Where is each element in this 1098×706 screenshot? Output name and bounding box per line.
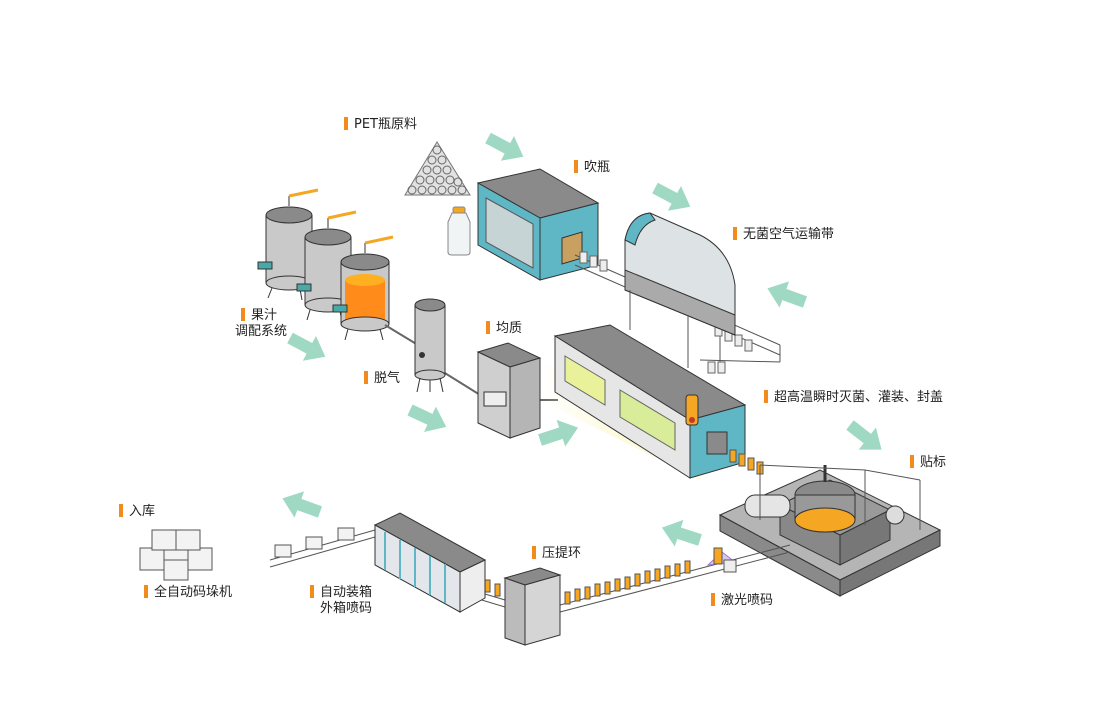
arrow-icon	[841, 413, 891, 461]
arrow-icon	[535, 414, 583, 454]
label-juice-mixing: 果汁调配系统	[235, 308, 287, 340]
label-marker	[910, 455, 914, 468]
label-text: 吹瓶	[584, 160, 611, 175]
label-text: 全自动码垛机	[154, 585, 233, 600]
arrow-icon	[657, 514, 705, 554]
filled-bottles	[729, 449, 764, 475]
cartons	[274, 527, 355, 558]
label-marker	[344, 117, 348, 130]
case-packer	[373, 512, 487, 613]
label-marker	[310, 585, 314, 598]
labeled-bottles	[484, 560, 691, 605]
handle-ring-machine	[503, 567, 562, 646]
laser-coder	[706, 547, 737, 573]
arrow-icon	[648, 175, 697, 220]
tank	[257, 188, 319, 301]
labeling-machine	[718, 464, 942, 597]
label-storage: 入库	[119, 504, 155, 520]
arrow-icon	[404, 397, 453, 440]
label-pet-material: PET瓶原料	[344, 117, 417, 133]
label-laser-coding: 激光喷码	[711, 593, 773, 609]
label-text: 激光喷码	[721, 593, 774, 608]
label-handle-ring: 压提环	[532, 546, 581, 562]
empty-bottles	[579, 251, 753, 374]
label-text: 调配系统	[235, 324, 288, 339]
pet-pellet-pile	[404, 141, 471, 196]
label-text: 自动装箱	[320, 585, 373, 600]
tank-with-juice	[332, 235, 394, 341]
label-marker	[733, 227, 737, 240]
label-text: 脱气	[374, 371, 401, 386]
label-text: 均质	[496, 321, 523, 336]
label-marker	[574, 160, 578, 173]
label-uht-fill-cap: 超高温瞬时灭菌、灌装、封盖	[764, 390, 943, 406]
thermometer-icon	[685, 394, 699, 426]
label-palletizer: 全自动码垛机	[144, 585, 232, 601]
label-marker	[144, 585, 148, 598]
label-homogenize: 均质	[486, 321, 522, 337]
label-marker	[764, 390, 768, 403]
label-text: 无菌空气运输带	[743, 227, 835, 242]
degasser-vessel	[414, 298, 446, 393]
arrow-icon	[762, 275, 810, 316]
label-text: 入库	[129, 504, 156, 519]
label-text: 外箱喷码	[320, 601, 373, 616]
label-text: 超高温瞬时灭菌、灌装、封盖	[774, 390, 944, 405]
label-text: 果汁	[251, 308, 278, 323]
label-sterile-air-conveyor: 无菌空气运输带	[733, 227, 834, 243]
palletized-cartons	[139, 529, 213, 581]
label-marker	[532, 546, 536, 559]
sterile-air-tunnel	[624, 212, 736, 368]
arrow-icon	[283, 325, 332, 370]
label-text: PET瓶原料	[354, 117, 417, 132]
label-marker	[711, 593, 715, 606]
label-marker	[364, 371, 368, 384]
label-text: 贴标	[920, 455, 947, 470]
juice-mixing-tanks	[257, 188, 394, 341]
label-case-packer: 自动装箱外箱喷码	[310, 585, 372, 617]
homogenizer	[476, 342, 542, 439]
label-text: 压提环	[542, 546, 582, 561]
label-labeling: 贴标	[910, 455, 946, 471]
label-marker	[486, 321, 490, 334]
arrow-icon	[277, 485, 325, 526]
pet-bottle	[447, 206, 471, 256]
label-marker	[119, 504, 123, 517]
uht-filling-machine	[540, 324, 747, 480]
arrow-icon	[481, 125, 530, 170]
label-marker	[241, 308, 245, 321]
label-blow-molding: 吹瓶	[574, 160, 610, 176]
blow-molding-machine	[476, 168, 600, 281]
label-degas: 脱气	[364, 371, 400, 387]
